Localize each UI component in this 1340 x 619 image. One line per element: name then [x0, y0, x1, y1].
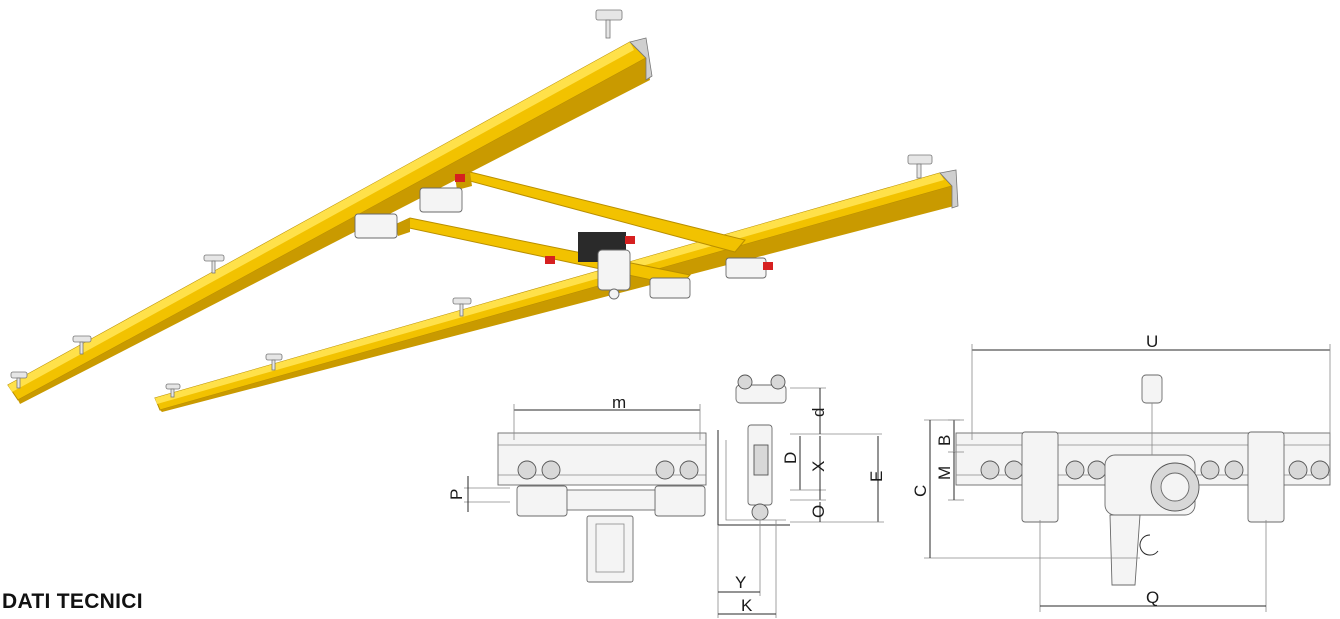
dimension-label-Q: Q — [1146, 588, 1159, 607]
dimension-label-M: M — [935, 466, 954, 480]
front-view-drawing: U B M C Q — [911, 332, 1331, 612]
end-truck-right — [649, 257, 767, 299]
dimension-label-U: U — [1146, 332, 1158, 351]
dimension-label-K: K — [741, 596, 753, 615]
dimension-label-D: D — [781, 452, 800, 464]
dimension-label-E: E — [867, 471, 886, 482]
runway-beam-right — [154, 169, 959, 412]
dimension-label-O: O — [809, 505, 828, 518]
crane-3d-illustration — [7, 9, 959, 412]
dimension-label-m: m — [612, 393, 626, 412]
dimension-label-P: P — [447, 489, 466, 500]
suspension-hangers — [10, 9, 933, 398]
dimension-label-B: B — [935, 435, 954, 446]
dimension-label-C: C — [911, 485, 930, 497]
end-truck-left — [354, 187, 463, 239]
end-stop-clamps — [455, 174, 773, 270]
dimension-label-Y: Y — [735, 573, 746, 592]
dimension-label-d: d — [809, 408, 828, 417]
side-view-drawing: m P — [447, 393, 707, 583]
front-profile-drawing: d D X E O Y K — [717, 374, 886, 618]
runway-beam-left — [7, 37, 653, 404]
dimension-label-X: X — [809, 461, 828, 472]
hoist-trolley — [578, 232, 631, 300]
section-title: DATI TECNICI — [2, 590, 143, 613]
